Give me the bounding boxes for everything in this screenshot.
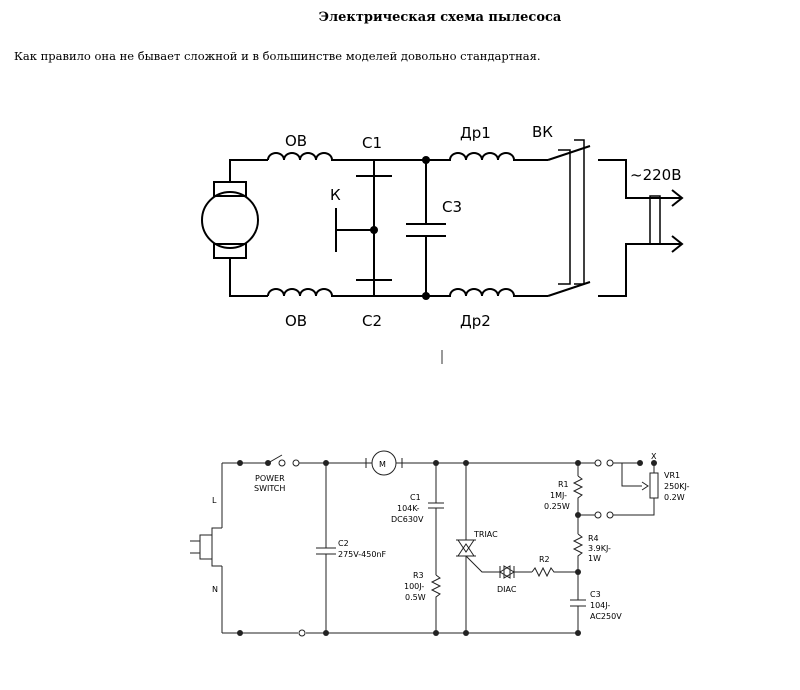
diagram-2-nodes [237,460,657,636]
choke-dr1 [426,152,548,161]
label-r4-name: R4 [588,534,599,543]
diagram-2 [190,450,659,634]
capacitor-c1-c2 [335,160,392,296]
field-winding-bottom [267,288,426,297]
label-r2: R2 [539,555,550,564]
potentiometer-vr1 [610,462,659,499]
label-r4-val2: 1W [588,554,601,563]
label-r1-name: R1 [558,480,569,489]
label-diac: DIAC [497,585,517,594]
label-c3-val1: 104J- [590,601,610,610]
capacitor-c2 [316,463,336,633]
label-r1-val2: 0.25W [544,502,570,511]
label-r3-name: R3 [413,571,424,580]
label-c2-name: C2 [338,539,349,548]
label-triac: TRIAC [473,530,498,539]
label-r1-val1: 1MJ- [550,491,567,500]
label-c1-name: C1 [410,493,421,502]
label-vk: ВК [532,123,553,141]
label-c1: С1 [362,134,382,152]
diagram-1 [201,139,684,297]
label-power-switch-2: SWITCH [254,484,285,493]
capacitor-c3-d2 [570,572,586,633]
label-c1-val1: 104K- [397,504,420,513]
label-dr2: Др2 [460,312,491,330]
field-winding-top [267,152,426,161]
label-ov-top: ОВ [285,132,307,150]
plug-icon [190,527,222,567]
label-ov-bottom: ОВ [285,312,307,330]
label-c3: С3 [442,198,462,216]
capacitor-c1 [428,463,444,575]
page-title: Электрическая схема пылесоса [318,10,562,25]
label-c3-val2: AC250V [590,612,622,621]
switch-vk [547,139,684,297]
label-c2: С2 [362,312,382,330]
label-power-switch-1: POWER [255,474,285,483]
diagram-1-nodes [370,156,430,300]
label-k: К [330,186,341,204]
label-voltage: ~220В [630,166,682,184]
label-c2-val: 275V-450nF [338,550,387,559]
label-vr1-name: VR1 [664,471,680,480]
label-c1-val2: DC630V [391,515,424,524]
motor-symbol [201,159,268,297]
label-r3-val2: 0.5W [405,593,426,602]
label-r3-val1: 100J- [404,582,424,591]
label-vr1-val2: 0.2W [664,493,685,502]
resistor-r1 [572,475,584,515]
resistor-r4 [572,533,584,572]
label-motor: M [379,460,386,469]
diagram-2-open-terminals [278,459,614,637]
label-x: X [651,452,657,461]
label-r4-val1: 3.9KJ- [588,544,611,553]
text-cursor [441,350,443,364]
choke-dr2 [426,288,548,297]
label-l: L [212,496,217,505]
label-c3-name: C3 [590,590,601,599]
resistor-r3 [430,574,442,633]
label-n: N [212,585,218,594]
diac-symbol [499,565,532,579]
label-vr1-val1: 250KJ- [664,482,690,491]
resistor-r2 [531,566,578,578]
capacitor-c3 [406,160,446,296]
label-dr1: Др1 [460,124,491,142]
triac-symbol [456,463,500,633]
intro-text: Как правило она не бывает сложной и в бо… [14,49,541,63]
